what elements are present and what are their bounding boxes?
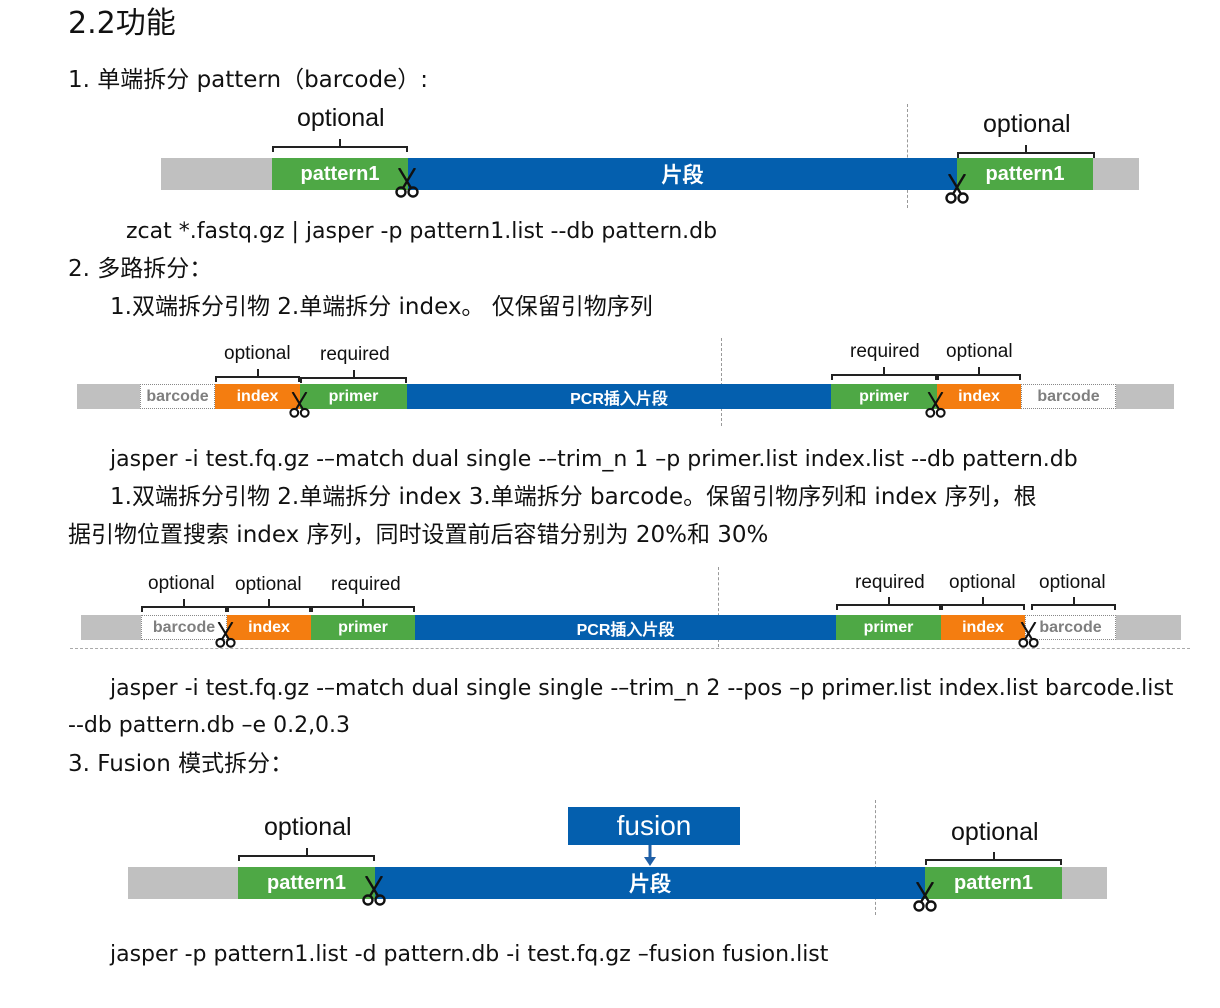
divider-line (70, 648, 1190, 649)
divider-line (875, 800, 876, 915)
brace-left (272, 139, 408, 152)
optional-label-left: optional (297, 104, 385, 132)
scissors-icon (289, 392, 310, 418)
item2-desc1: 1.双端拆分引物 2.单端拆分 index。 仅保留引物序列 (110, 294, 653, 320)
fragment-segment: 片段 (375, 867, 925, 899)
barcode-segment: barcode (140, 384, 215, 409)
label-required: required (855, 572, 925, 593)
item3-command: jasper -p pattern1.list -d pattern.db -i… (110, 942, 829, 967)
label-optional: optional (1039, 572, 1106, 593)
divider-line (718, 567, 719, 647)
item2-command2-line1: jasper -i test.fq.gz -–match dual single… (110, 676, 1174, 701)
pattern1-left-segment: pattern1 (272, 158, 408, 190)
index-segment: index (215, 384, 300, 409)
brace-left (238, 848, 375, 861)
scissors-icon (362, 876, 386, 906)
pattern1-left-segment: pattern1 (238, 867, 375, 899)
label-optional: optional (235, 574, 302, 595)
label-optional: optional (224, 343, 291, 364)
brace (311, 599, 415, 612)
brace (227, 599, 311, 612)
primer-segment: primer (831, 384, 937, 409)
flank-left (161, 158, 272, 190)
brace (941, 597, 1025, 610)
scissors-icon (395, 168, 419, 198)
label-required: required (331, 574, 401, 595)
brace (300, 370, 407, 383)
item1-command: zcat *.fastq.gz | jasper -p pattern1.lis… (126, 219, 718, 244)
scissors-icon (913, 882, 937, 912)
scissors-icon (1018, 622, 1039, 648)
pcr-insert-segment: PCR插入片段 (415, 615, 836, 640)
section-title: 2.2功能 (68, 6, 176, 41)
brace (831, 367, 937, 380)
item2-command2-line2: --db pattern.db –e 0.2,0.3 (68, 713, 351, 738)
item3-title: 3. Fusion 模式拆分： (68, 751, 294, 777)
index-segment: index (937, 384, 1021, 409)
brace-right (957, 145, 1095, 158)
scissors-icon (215, 622, 236, 648)
flank-left (128, 867, 238, 899)
label-required: required (320, 344, 390, 365)
primer-segment: primer (311, 615, 415, 640)
brace (215, 369, 300, 382)
brace (836, 597, 941, 610)
item2-title: 2. 多路拆分： (68, 256, 213, 282)
optional-label-right: optional (983, 110, 1071, 138)
brace (1031, 597, 1116, 610)
label-optional: optional (949, 572, 1016, 593)
fragment-segment: 片段 (408, 158, 957, 190)
pattern1-right-segment: pattern1 (957, 158, 1093, 190)
pattern1-right-segment: pattern1 (925, 867, 1062, 899)
item1-title: 1. 单端拆分 pattern（barcode）: (68, 67, 428, 93)
flank-right (1116, 384, 1174, 409)
optional-label-left: optional (264, 813, 352, 841)
brace (141, 599, 227, 612)
flank-right (1116, 615, 1181, 640)
primer-segment: primer (300, 384, 407, 409)
flank-left (77, 384, 140, 409)
scissors-icon (925, 392, 946, 418)
optional-label-right: optional (951, 818, 1039, 846)
scissors-icon (945, 174, 969, 204)
label-optional: optional (946, 341, 1013, 362)
down-arrow-icon (644, 845, 656, 866)
item2-desc2-line1: 1.双端拆分引物 2.单端拆分 index 3.单端拆分 barcode。保留引… (110, 484, 1037, 510)
brace (937, 367, 1021, 380)
barcode-segment: barcode (141, 615, 227, 640)
divider-line (907, 104, 908, 208)
brace-right (925, 852, 1062, 865)
flank-right (1093, 158, 1139, 190)
pcr-insert-segment: PCR插入片段 (407, 384, 831, 409)
label-required: required (850, 341, 920, 362)
flank-right (1062, 867, 1107, 899)
label-optional: optional (148, 573, 215, 594)
fusion-box: fusion (568, 807, 740, 845)
barcode-segment: barcode (1021, 384, 1116, 409)
item2-desc2-line2: 据引物位置搜索 index 序列，同时设置前后容错分别为 20%和 30% (68, 522, 769, 548)
item2-command1: jasper -i test.fq.gz -–match dual single… (110, 447, 1078, 472)
flank-left (81, 615, 141, 640)
index-segment: index (941, 615, 1025, 640)
primer-segment: primer (836, 615, 941, 640)
index-segment: index (227, 615, 311, 640)
divider-line (721, 338, 722, 426)
